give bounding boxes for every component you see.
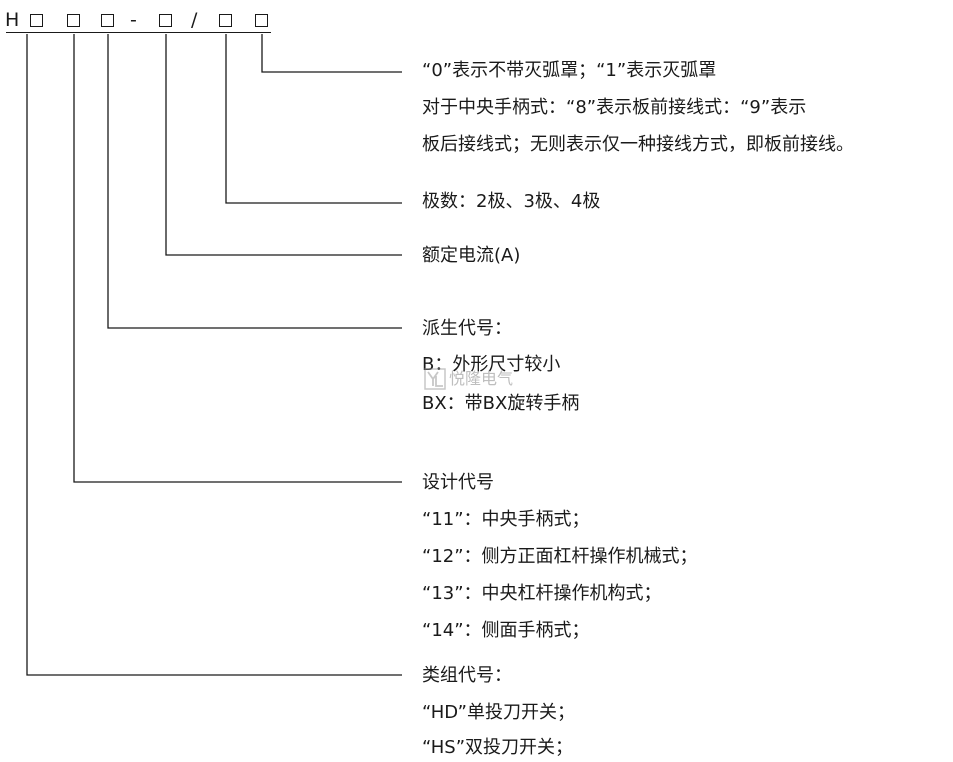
code-slash: / [191,9,198,31]
leader-line-derived-code [107,34,402,329]
desc-class-code-hd: “HD”单投刀开关； [422,702,576,723]
desc-design-code-12: “12”：侧方正面杠杆操作机械式； [422,546,698,567]
leader-line-poles [225,34,402,204]
leader-line-rated-current [165,34,402,256]
code-dash: - [130,9,137,31]
code-slot-poles [219,14,232,27]
desc-arc-cover-line-3: 板后接线式；无则表示仅一种接线方式，即板前接线。 [422,134,854,155]
leader-line-arc-cover [261,34,402,73]
desc-design-code-14: “14”：侧面手柄式； [422,620,590,641]
desc-poles: 极数：2极、3极、4极 [422,191,601,212]
desc-derived-code-title: 派生代号： [422,318,512,339]
code-slot-class [30,14,43,27]
desc-design-code-11: “11”：中央手柄式； [422,509,590,530]
leader-line-design-code [73,34,402,483]
desc-derived-code-bx: BX：带BX旋转手柄 [422,393,580,414]
desc-derived-code-b: B：外形尺寸较小 [422,354,561,375]
code-underline [6,32,271,33]
desc-arc-cover-line-1: “0”表示不带灭弧罩；“1”表示灭弧罩 [422,60,717,81]
code-prefix-h: H [5,9,20,31]
desc-rated-current: 额定电流(A) [422,245,521,266]
code-slot-arc-cover [255,14,268,27]
desc-arc-cover-line-2: 对于中央手柄式：“8”表示板前接线式：“9”表示 [422,97,807,118]
desc-class-code-hs: “HS”双投刀开关； [422,737,574,758]
code-slot-derived [101,14,114,27]
watermark: 悦隆电气 [424,368,513,390]
desc-design-code-title: 设计代号 [422,472,494,493]
leader-line-class-code [26,34,402,676]
code-slot-current [159,14,172,27]
yl-logo-icon [424,368,446,390]
watermark-text: 悦隆电气 [449,369,514,388]
desc-class-code-title: 类组代号： [422,665,512,686]
desc-design-code-13: “13”：中央杠杆操作机构式； [422,583,662,604]
code-slot-design [67,14,80,27]
